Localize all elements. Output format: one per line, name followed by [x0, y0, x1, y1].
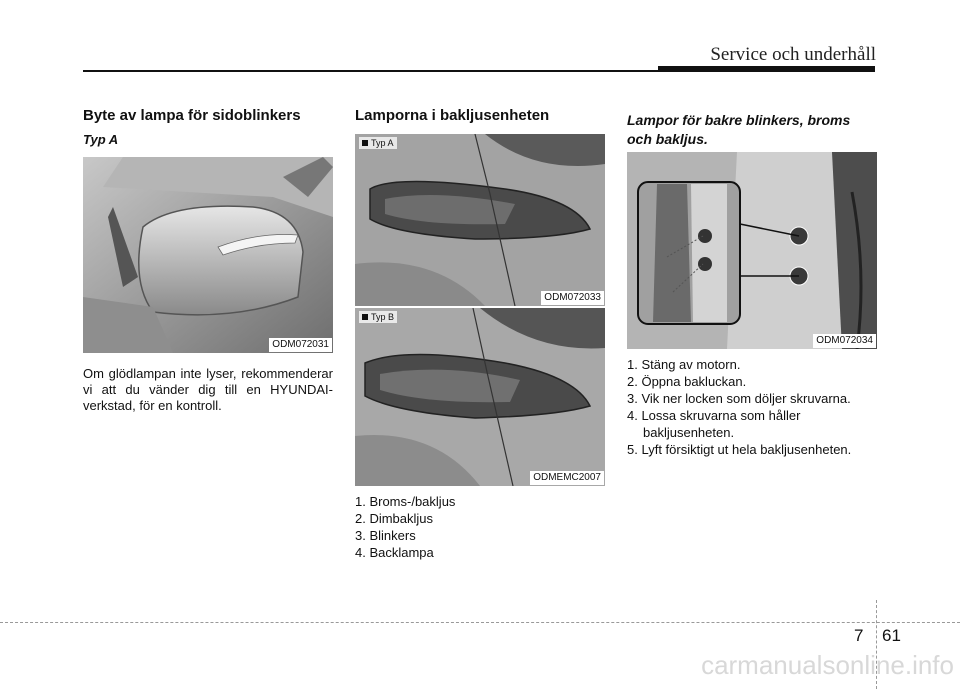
- chapter-number: 7: [854, 626, 864, 645]
- tail-light-list: 1. Broms-/bakljus 2. Dimbakljus 3. Blink…: [355, 493, 605, 561]
- mirror-photo: ODM072031: [83, 157, 333, 353]
- list-item: 4. Backlampa: [355, 545, 434, 560]
- tail-light-photo-type-b: Typ B ODMEMC2007: [355, 308, 605, 486]
- section-title: Service och underhåll: [710, 44, 876, 65]
- header-rule: [83, 70, 873, 72]
- heading-tail-light: Lamporna i bakljusenheten: [355, 107, 550, 124]
- list-item: 4. Lossa skruvarna som håller bakljusenh…: [627, 408, 801, 440]
- heading-side-blinker: Byte av lampa för sidoblinkers: [83, 107, 301, 124]
- heading-rear-lamps: Lampor för bakre blinkers, broms och bak…: [627, 112, 851, 147]
- rear-lamp-steps: 1. Stäng av motorn. 2. Öppna bakluckan. …: [627, 356, 877, 458]
- watermark: carmanualsonline.info: [701, 650, 954, 680]
- type-b-label: Typ B: [359, 311, 398, 323]
- image-code-b: ODMEMC2007: [530, 471, 604, 485]
- tail-light-photo-type-a: Typ A ODM072033: [355, 134, 605, 306]
- footer-rule: [0, 622, 960, 623]
- page-number: 61: [882, 626, 901, 645]
- side-blinker-text: Om glödlampan inte lyser, rekommenderar …: [83, 366, 333, 413]
- image-code: ODM072031: [269, 338, 332, 352]
- image-code: ODM072034: [813, 334, 876, 348]
- list-item: 3. Vik ner locken som döljer skruvarna.: [627, 391, 851, 406]
- list-item: 3. Blinkers: [355, 528, 416, 543]
- subheading-type-a: Typ A: [83, 132, 119, 147]
- header-tab-bar: [658, 66, 875, 72]
- list-item: 1. Broms-/bakljus: [355, 494, 456, 509]
- type-a-label: Typ A: [359, 137, 397, 149]
- rear-lamp-screws-photo: ODM072034: [627, 152, 877, 349]
- list-item: 2. Dimbakljus: [355, 511, 434, 526]
- image-code-a: ODM072033: [541, 291, 604, 305]
- list-item: 2. Öppna bakluckan.: [627, 374, 747, 389]
- column-side-blinker: Byte av lampa för sidoblinkers Typ A: [83, 106, 333, 147]
- list-item: 1. Stäng av motorn.: [627, 357, 741, 372]
- column-rear-lamps: Lampor för bakre blinkers, broms och bak…: [627, 111, 877, 149]
- footer-divider: [876, 600, 877, 689]
- column-tail-light: Lamporna i bakljusenheten: [355, 106, 605, 126]
- list-item: 5. Lyft försiktigt ut hela bakljusenhete…: [627, 442, 852, 457]
